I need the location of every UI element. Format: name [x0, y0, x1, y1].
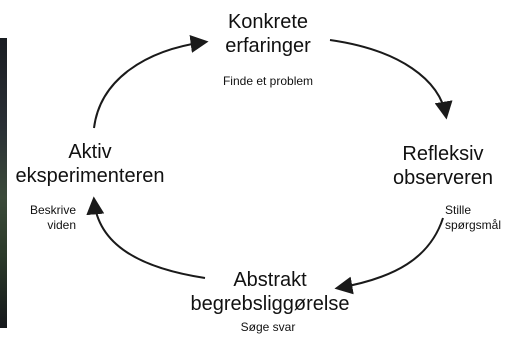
node-title-line: Refleksiv — [402, 143, 484, 165]
node-konkrete-erfaringer-title: Konkrete erfaringer — [225, 10, 311, 58]
node-aktiv-eksperimenteren-sub: Beskrive viden — [14, 203, 76, 233]
node-title-line: Konkrete — [227, 11, 309, 33]
node-title-line: Aktiv — [68, 141, 112, 163]
node-abstrakt-begrebsliggorelse-title: Abstrakt begrebsliggørelse — [191, 268, 350, 316]
node-konkrete-erfaringer-sub: Finde et problem — [222, 74, 314, 88]
node-abstrakt-begrebsliggorelse-sub: Søge svar — [240, 320, 296, 334]
background-photo-edge — [0, 38, 7, 328]
arrow-top-to-right — [329, 39, 453, 120]
node-title-line: eksperimenteren — [15, 165, 165, 187]
node-sub-line: spørgsmål — [445, 218, 502, 232]
node-refleksiv-observeren-sub: Stille spørgsmål — [445, 203, 501, 233]
node-title-line: Abstrakt — [233, 269, 307, 291]
node-title-line: observeren — [392, 167, 494, 189]
node-sub-line: viden — [47, 218, 76, 232]
node-sub-line: Beskrive — [29, 203, 76, 217]
node-sub-line: Stille — [445, 203, 472, 217]
node-refleksiv-observeren-title: Refleksiv observeren — [393, 142, 493, 190]
node-aktiv-eksperimenteren-title: Aktiv eksperimenteren — [16, 140, 165, 188]
node-title-line: erfaringer — [225, 35, 311, 57]
arrow-left-to-top — [93, 34, 209, 129]
node-title-line: begrebsliggørelse — [190, 293, 350, 315]
arrow-bottom-to-left — [86, 196, 206, 279]
arrow-right-to-bottom — [334, 217, 444, 295]
